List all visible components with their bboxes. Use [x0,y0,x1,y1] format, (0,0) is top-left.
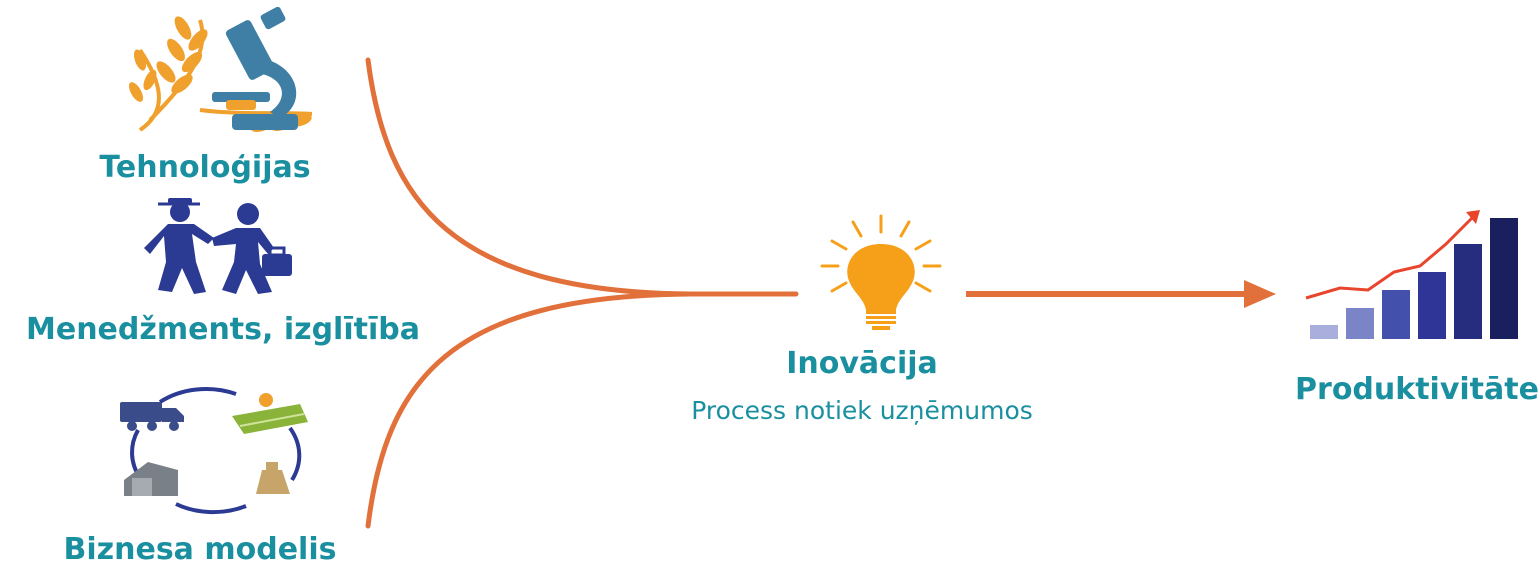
wheat-microscope-icon [129,6,313,132]
connector-curve-bottom [365,291,693,529]
lightbulb-icon [820,214,942,330]
label-tehnologijas: Tehnoloģijas [99,150,311,185]
label-produktivitate: Produktivitāte [1295,372,1539,407]
connector-curve-top [365,57,693,297]
growth-chart-icon [1305,210,1518,339]
label-biznesa-modelis: Biznesa modelis [63,532,337,567]
handshake-people-icon [144,198,292,294]
label-menedzments: Menedžments, izglītība [26,312,420,347]
innovation-title: Inovācija [786,346,938,381]
output-arrow-head [1244,280,1276,308]
business-cycle-icon [120,387,308,515]
innovation-subtitle: Process notiek uzņēmumos [691,396,1033,425]
